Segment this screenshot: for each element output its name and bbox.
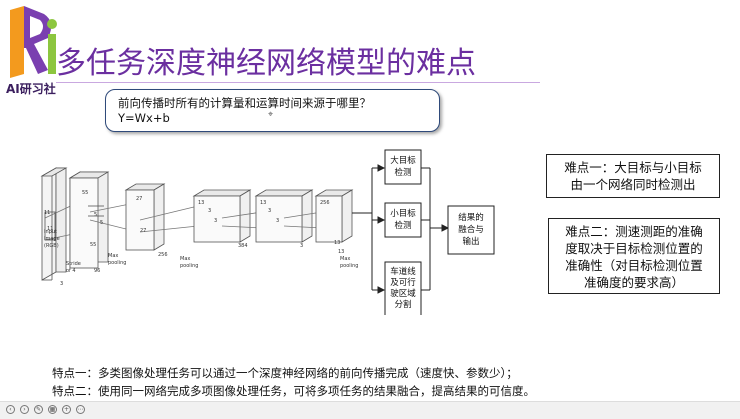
conv-layer-2-block [124,183,199,251]
dim-label: 5 [94,212,97,218]
task-label: 结果的 [458,212,484,223]
dim-label: 13 [260,200,266,206]
dim-label: 13 [338,249,344,255]
zoom-icon[interactable]: + [62,405,71,414]
mouse-cursor-icon: ⌖ [268,110,274,120]
ai-logo-icon [10,6,57,78]
dim-label: 256 [158,252,168,258]
task-label: 分割 [394,299,411,310]
dim-label: 13 [334,240,340,246]
feature-two: 特点二：使用同一网络完成多项图像处理任务，可将多项任务的结果融合，提高结果的可信… [52,384,535,398]
task-label: 输出 [462,236,479,247]
input-layer-block [40,167,93,281]
input-label: Image [44,236,60,242]
cnn-diagram: 11 11 3 Input Image (RGB) Stride of 4 55… [40,149,495,315]
conv-layer-3-block [192,189,263,243]
feature-one: 特点一：多类图像处理任务可以通过一个深度神经网络的前向传播完成（速度快、参数少）… [52,366,518,380]
dim-label: 256 [320,200,330,206]
dim-label: 5 [100,220,103,226]
conv-layer-1-block [68,171,131,269]
features-text: 特点一：多类图像处理任务可以通过一个深度神经网络的前向传播完成（速度快、参数少）… [52,364,535,400]
prev-slide-icon[interactable]: ‹ [6,405,15,414]
dim-label: 3 [300,243,303,249]
presentation-toolbar: ‹ › ✎ ▦ + ⋯ [0,401,740,419]
pool-label: pooling [340,263,358,269]
dim-label: 11 [47,226,53,232]
title-divider [56,82,540,83]
lane-seg-box [384,261,422,315]
difficulty-line: 难点二：测速测距的准确 [565,224,703,239]
input-label: (RGB) [44,243,59,249]
question-line-1: 前向传播时所有的计算量和运算时间来源于哪里？ [118,96,371,110]
conv-layer-4-block [254,189,323,243]
small-target-box [384,202,422,238]
pen-icon[interactable]: ✎ [34,405,43,414]
dim-label: 27 [136,196,142,202]
dim-label: 11 [44,210,50,216]
pool-label: pooling [180,263,198,269]
pool-label: Max [340,256,350,262]
dim-label: 3 [276,218,279,224]
stride-label: of 4 [66,268,76,274]
dim-label: 3 [208,208,211,214]
task-label: 车道线 [390,266,416,277]
pool-label: Max [180,256,190,262]
task-label: 驶区域 [390,288,416,299]
task-label: 检测 [394,167,411,178]
difficulty-line: 由一个网络同时检测出 [570,177,696,192]
dim-label: 13 [198,200,204,206]
dim-label: 3 [214,218,217,224]
difficulty-line: 难点一：大目标与小目标 [564,160,702,175]
dim-label: 55 [90,242,96,248]
difficulty-line: 准确性（对目标检测位置 [565,258,703,273]
task-label: 检测 [394,220,411,231]
dim-label: 384 [238,243,248,249]
next-slide-icon[interactable]: › [20,405,29,414]
dim-label: 55 [82,190,88,196]
question-formula: Y=Wx+b [118,111,170,125]
question-box: 前向传播时所有的计算量和运算时间来源于哪里？ Y=Wx+b [105,89,440,132]
dim-label: 3 [268,208,271,214]
pool-label: Max [108,253,118,259]
dim-label: 3 [60,281,63,287]
difficulty-two-box: 难点二：测速测距的准确 度取决于目标检测位置的 准确性（对目标检测位置 准确度的… [548,218,720,294]
input-label: Input [44,229,57,235]
stride-label: Stride [66,261,81,267]
pool-label: pooling [108,260,126,266]
task-label: 及可行 [390,277,416,288]
difficulty-line: 准确度的要求高） [583,275,684,290]
more-options-icon[interactable]: ⋯ [76,405,85,414]
task-label: 大目标 [390,155,416,166]
conv-layer-5-block [314,189,354,243]
dim-label: 96 [94,268,100,274]
big-target-box [384,149,422,185]
fusion-output-box [447,205,495,255]
grid-view-icon[interactable]: ▦ [48,405,57,414]
dim-label: 27 [140,228,146,234]
difficulty-one-box: 难点一：大目标与小目标 由一个网络同时检测出 [546,154,720,198]
difficulty-line: 度取决于目标检测位置的 [565,241,703,256]
slide-title: 多任务深度神经网络模型的难点 [56,46,476,81]
task-label: 小目标 [390,208,416,219]
task-label: 融合与 [458,224,484,235]
logo-text: AI研习社 [6,82,56,96]
